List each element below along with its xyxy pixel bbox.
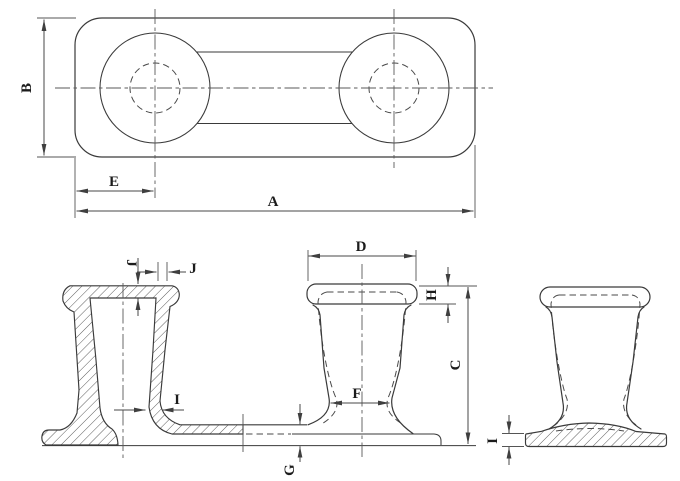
hidden-wall-right-side	[623, 294, 641, 426]
dim-label-B: B	[19, 83, 35, 93]
dim-label-H: H	[424, 289, 440, 301]
dim-B: B	[19, 19, 47, 156]
dim-label-C: C	[448, 360, 464, 371]
dim-F: F	[330, 386, 390, 406]
dim-label-E: E	[109, 174, 119, 190]
hidden-wall-right	[386, 291, 407, 426]
post-outline-left	[307, 304, 330, 426]
base-plate-outline	[74, 17, 476, 158]
dim-label-J-cap: J	[123, 259, 139, 267]
hidden-wall-left-side	[550, 294, 568, 426]
sectioned-post-body	[41, 285, 244, 446]
dim-label-I-plate: I	[485, 438, 501, 444]
dim-J-wall: J	[137, 261, 197, 281]
side-view: I	[485, 286, 668, 465]
dim-J-cap: J	[123, 258, 141, 316]
front-view: D H C F G	[282, 239, 477, 476]
dim-I-wall: I	[114, 392, 184, 413]
dim-label-J-wall: J	[189, 261, 197, 277]
dim-E: E	[76, 174, 154, 194]
post-outline-right-side	[625, 306, 645, 430]
dim-H: H	[419, 267, 477, 323]
section-view: J J I	[41, 258, 476, 460]
dim-label-G: G	[282, 464, 298, 476]
dim-D: D	[307, 239, 417, 281]
post-head-side	[539, 286, 651, 308]
top-view: B E A	[19, 9, 493, 218]
post-outline-left-side	[545, 306, 565, 430]
hidden-wall-left	[317, 291, 338, 426]
dim-label-F: F	[352, 386, 361, 402]
dim-label-A: A	[268, 194, 279, 210]
sectioned-deck-plate	[524, 422, 668, 448]
base-edge-line	[292, 433, 442, 445]
post-outline-right	[391, 304, 414, 435]
dim-label-I-wall: I	[174, 392, 180, 408]
dim-label-D: D	[356, 239, 367, 255]
dim-C: C	[448, 287, 471, 444]
dim-A: A	[76, 194, 474, 214]
dim-G: G	[282, 404, 303, 476]
hidden-base-arc	[555, 428, 625, 432]
dim-I-plate: I	[485, 415, 524, 465]
